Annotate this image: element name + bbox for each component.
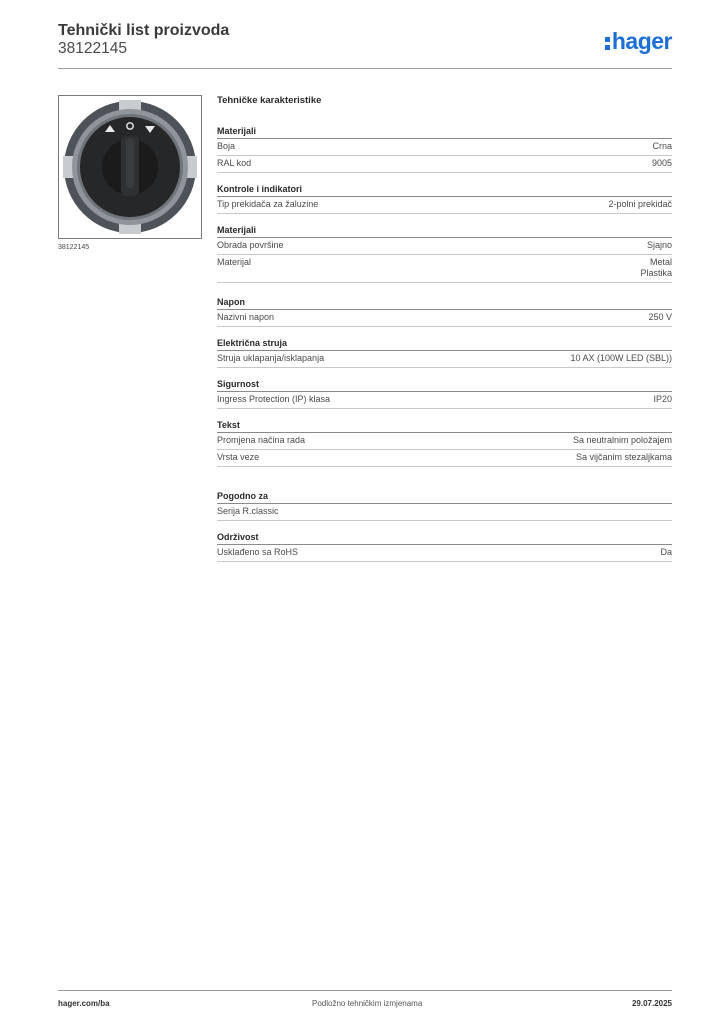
spec-label: Promjena načina rada xyxy=(217,435,306,445)
spec-value: 9005 xyxy=(651,158,672,168)
spec-value: Metal Plastika xyxy=(640,257,672,278)
spec-label: Obrada površine xyxy=(217,240,284,250)
spec-value: IP20 xyxy=(653,394,672,404)
spec-row: Struja uklapanja/isklapanja 10 AX (100W L… xyxy=(217,351,672,368)
spec-row: Boja Crna xyxy=(217,139,672,156)
spec-label: Nazivni napon xyxy=(217,312,275,322)
spec-label: RAL kod xyxy=(217,158,252,168)
spec-row: Obrada površine Sjajno xyxy=(217,238,672,255)
spec-label: Materijal xyxy=(217,257,252,267)
spec-value: Crna xyxy=(652,141,672,151)
footer-notice: Podložno tehničkim izmjenama xyxy=(312,999,423,1008)
rotary-switch-icon xyxy=(63,100,197,234)
spec-value: Sa neutralnim položajem xyxy=(572,435,672,445)
logo-dots-icon xyxy=(604,35,610,51)
document-footer: hager.com/ba Podložno tehničkim izmjenam… xyxy=(58,990,672,1021)
spec-value: 2-polni prekidač xyxy=(608,199,672,209)
spec-group-title: Napon xyxy=(217,297,672,310)
spec-value: 10 AX (100W LED (SBL)) xyxy=(570,353,672,363)
spec-label: Ingress Protection (IP) klasa xyxy=(217,394,331,404)
hager-logo: hager xyxy=(604,28,673,55)
spec-group-title: Materijali xyxy=(217,225,672,238)
spec-group-title: Materijali xyxy=(217,126,672,139)
spec-row: Serija R.classic xyxy=(217,504,672,521)
spec-value: 250 V xyxy=(648,312,672,322)
spec-row: Tip prekidača za žaluzine 2-polni prekida… xyxy=(217,197,672,214)
spec-value: Sjajno xyxy=(646,240,672,250)
spec-group-title: Električna struja xyxy=(217,338,672,351)
spec-group-title: Tekst xyxy=(217,420,672,433)
spec-value: Da xyxy=(660,547,672,557)
spec-row: Vrsta veze Sa vijčanim stezaljkama xyxy=(217,450,672,467)
spec-group: Pogodno za Serija R.classic xyxy=(217,491,672,521)
section-title: Tehničke karakteristike xyxy=(217,95,322,106)
spec-group-title: Kontrole i indikatori xyxy=(217,184,672,197)
spec-row: Materijal Metal Plastika xyxy=(217,255,672,283)
document-header: Tehnički list proizvoda 38122145 hager xyxy=(58,20,673,69)
document-title: Tehnički list proizvoda xyxy=(58,22,230,39)
product-number: 38122145 xyxy=(58,40,127,57)
spec-row: Promjena načina rada Sa neutralnim položa… xyxy=(217,433,672,450)
spec-label: Serija R.classic xyxy=(217,506,279,516)
spec-label: Vrsta veze xyxy=(217,452,260,462)
spec-group-title: Sigurnost xyxy=(217,379,672,392)
spec-label: Boja xyxy=(217,141,236,151)
product-image xyxy=(58,95,202,239)
spec-row: RAL kod 9005 xyxy=(217,156,672,173)
spec-row: Nazivni napon 250 V xyxy=(217,310,672,327)
footer-website-link[interactable]: hager.com/ba xyxy=(58,999,110,1008)
spec-value: Sa vijčanim stezaljkama xyxy=(575,452,672,462)
image-caption: 38122145 xyxy=(58,244,90,251)
logo-text: hager xyxy=(611,28,673,54)
footer-date: 29.07.2025 xyxy=(631,999,672,1008)
spec-label: Tip prekidača za žaluzine xyxy=(217,199,319,209)
spec-row: Usklađeno sa RoHS Da xyxy=(217,545,672,562)
spec-label: Usklađeno sa RoHS xyxy=(217,547,299,557)
spec-group-title: Pogodno za xyxy=(217,491,672,504)
spec-label: Struja uklapanja/isklapanja xyxy=(217,353,325,363)
spec-group-title: Održivost xyxy=(217,532,672,545)
spec-row: Ingress Protection (IP) klasa IP20 xyxy=(217,392,672,409)
